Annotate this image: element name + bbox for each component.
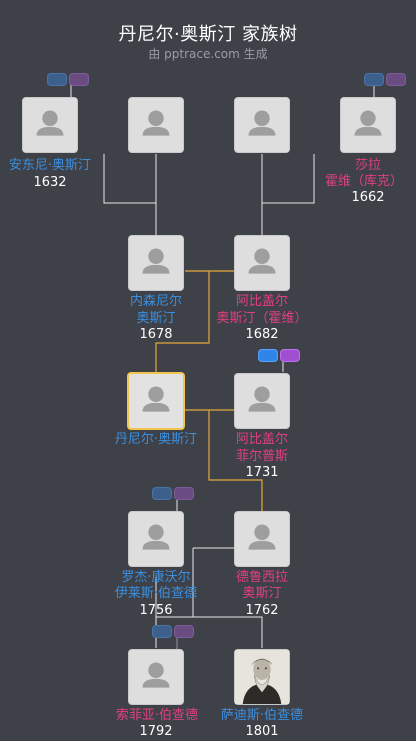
person-name-nathaniel-2[interactable]: 奥斯汀: [136, 311, 176, 326]
expand-father-icon[interactable]: [258, 349, 278, 362]
ancestor-toggle-abigail-phelps[interactable]: [258, 349, 300, 362]
person-year-sardis: 1801: [245, 724, 279, 739]
expand-father-icon[interactable]: [152, 625, 172, 638]
person-silhouette-icon: [142, 386, 170, 412]
person-name-roger-2[interactable]: 伊莱斯·伯查德: [114, 586, 198, 601]
expand-mother-icon[interactable]: [280, 349, 300, 362]
person-card-drusilla[interactable]: [234, 511, 290, 567]
person-card-unknown-2[interactable]: [234, 97, 290, 153]
expand-father-icon[interactable]: [47, 73, 67, 86]
person-year-roger: 1756: [139, 603, 173, 618]
person-year-abigail-p: 1731: [245, 465, 279, 480]
person-name-abigail-h-2[interactable]: 奥斯汀（霍维）: [216, 311, 308, 326]
ancestor-toggle-children[interactable]: [152, 625, 194, 638]
person-silhouette-icon: [142, 110, 170, 136]
person-name-sophia[interactable]: 索菲亚·伯查德: [115, 708, 199, 723]
ancestor-toggle-antony[interactable]: [47, 73, 89, 86]
ancestor-toggle-roger[interactable]: [152, 487, 194, 500]
person-silhouette-icon: [354, 110, 382, 136]
person-silhouette-icon: [36, 110, 64, 136]
person-card-roger[interactable]: [128, 511, 184, 567]
person-card-abigail-phelps[interactable]: [234, 373, 290, 429]
person-card-sophia[interactable]: [128, 649, 184, 705]
page-title: 丹尼尔·奥斯汀 家族树: [118, 24, 298, 45]
person-name-abigail-h-1[interactable]: 阿比盖尔: [235, 294, 288, 309]
person-name-antony[interactable]: 安东尼·奥斯汀: [8, 158, 92, 173]
expand-father-icon[interactable]: [152, 487, 172, 500]
expand-mother-icon[interactable]: [69, 73, 89, 86]
person-silhouette-icon: [248, 386, 276, 412]
person-name-drusilla-1[interactable]: 德鲁西拉: [235, 570, 288, 585]
person-silhouette-icon: [248, 524, 276, 550]
person-silhouette-icon: [248, 248, 276, 274]
person-silhouette-icon: [142, 248, 170, 274]
expand-mother-icon[interactable]: [174, 487, 194, 500]
expand-mother-icon[interactable]: [386, 73, 406, 86]
ancestor-toggle-sarah[interactable]: [364, 73, 406, 86]
person-card-daniel-focus[interactable]: [127, 372, 185, 430]
person-year-drusilla: 1762: [245, 603, 279, 618]
person-name-sarah-2[interactable]: 霍维（库克）: [324, 174, 403, 189]
person-silhouette-icon: [142, 662, 170, 688]
expand-mother-icon[interactable]: [174, 625, 194, 638]
person-year-sophia: 1792: [139, 724, 173, 739]
portrait-photo-icon: [235, 650, 289, 704]
person-year-antony: 1632: [33, 175, 67, 190]
person-name-daniel[interactable]: 丹尼尔·奥斯汀: [114, 432, 198, 447]
person-silhouette-icon: [142, 524, 170, 550]
person-name-abigail-p-2[interactable]: 菲尔普斯: [235, 449, 288, 464]
person-name-drusilla-2[interactable]: 奥斯汀: [242, 586, 282, 601]
person-card-nathaniel[interactable]: [128, 235, 184, 291]
person-name-abigail-p-1[interactable]: 阿比盖尔: [235, 432, 288, 447]
person-card-abigail-hovey[interactable]: [234, 235, 290, 291]
person-name-nathaniel-1[interactable]: 内森尼尔: [129, 294, 182, 309]
person-year-nathaniel: 1678: [139, 327, 173, 342]
person-name-roger-1[interactable]: 罗杰·康沃尔: [121, 570, 191, 585]
person-year-sarah: 1662: [351, 190, 385, 205]
person-silhouette-icon: [248, 110, 276, 136]
person-year-abigail-h: 1682: [245, 327, 279, 342]
person-name-sardis[interactable]: 萨迪斯·伯查德: [220, 708, 304, 723]
person-card-sarah[interactable]: [340, 97, 396, 153]
page-subtitle: 由 pptrace.com 生成: [148, 47, 268, 61]
person-name-sarah-1[interactable]: 莎拉: [354, 158, 381, 173]
person-card-antony[interactable]: [22, 97, 78, 153]
expand-father-icon[interactable]: [364, 73, 384, 86]
person-card-unknown-1[interactable]: [128, 97, 184, 153]
person-card-sardis[interactable]: [234, 649, 290, 705]
